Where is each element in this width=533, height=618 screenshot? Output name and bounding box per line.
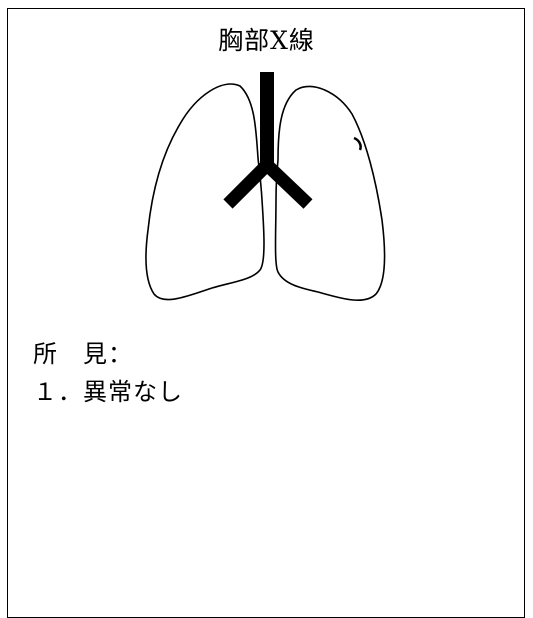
right-lung-outline <box>274 85 386 301</box>
right-bronchus <box>261 159 313 209</box>
left-bronchus <box>223 159 273 209</box>
trachea <box>260 72 274 168</box>
page-title: 胸部X線 <box>218 26 315 55</box>
findings-label: 所 見： <box>33 340 133 368</box>
lungs-trachea-diagram-icon <box>145 72 386 301</box>
right-lung-mark <box>353 136 362 151</box>
left-lung-outline <box>145 83 265 301</box>
finding-item-1: １．異常なし <box>33 378 183 406</box>
